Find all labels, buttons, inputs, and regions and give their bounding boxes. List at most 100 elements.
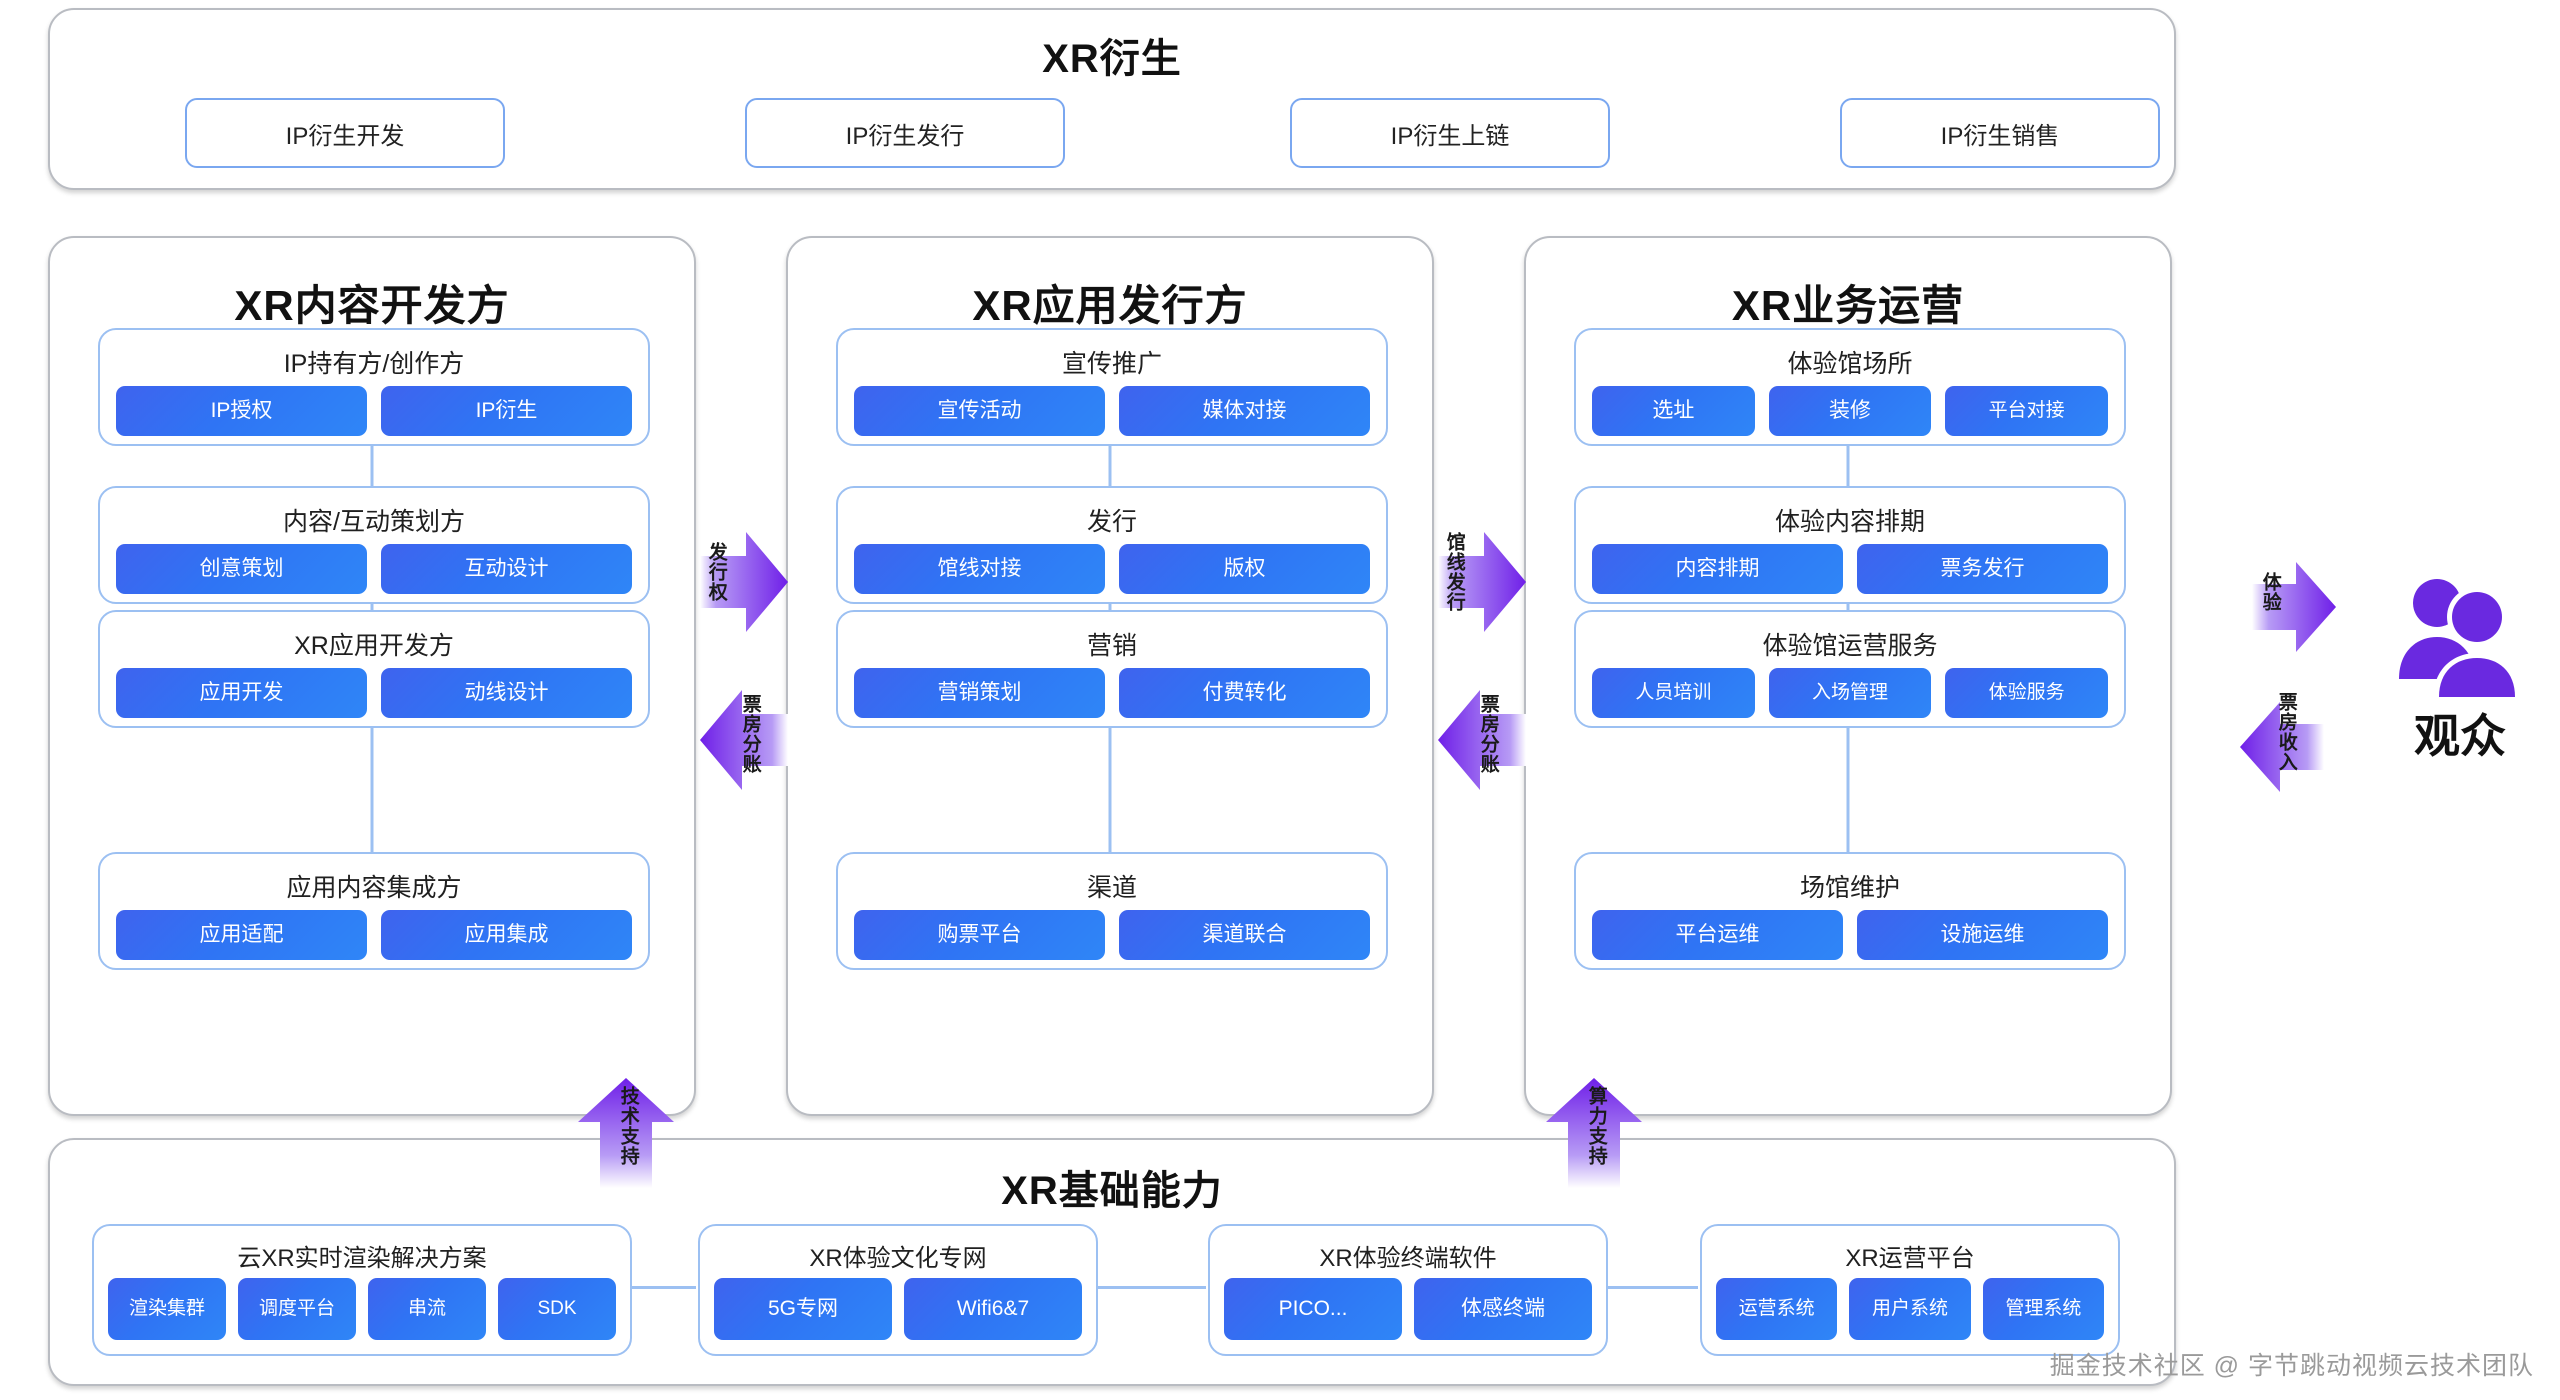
chip-wifi67[interactable]: Wifi6&7 bbox=[904, 1278, 1082, 1340]
panel-title-xr-content-developer: XR内容开发方 bbox=[234, 282, 510, 329]
chip-row-distribution: 馆线对接 版权 bbox=[854, 544, 1370, 594]
group-distribution: 发行 馆线对接 版权 bbox=[836, 486, 1388, 604]
chip-sdk[interactable]: SDK bbox=[498, 1278, 616, 1340]
chip-row-promotion: 宣传活动 媒体对接 bbox=[854, 386, 1370, 436]
derivative-chip-row: IP衍生开发 IP衍生发行 IP衍生上链 IP衍生销售 bbox=[140, 98, 2160, 168]
chip-site-selection[interactable]: 选址 bbox=[1592, 386, 1755, 436]
arrow-left-icon bbox=[1438, 690, 1526, 790]
group-title-content-planner: 内容/互动策划方 bbox=[283, 508, 465, 536]
chip-facility-ops[interactable]: 设施运维 bbox=[1857, 910, 2108, 960]
arrow-venue-right: 馆线发行 bbox=[1438, 528, 1526, 636]
chip-streaming[interactable]: 串流 bbox=[368, 1278, 486, 1340]
chip-row-channel: 购票平台 渠道联合 bbox=[854, 910, 1370, 960]
group-content-planner: 内容/互动策划方 创意策划 互动设计 bbox=[98, 486, 650, 604]
group-venue-location: 体验馆场所 选址 装修 平台对接 bbox=[1574, 328, 2126, 446]
arrow-label-publish-right: 发行权 bbox=[705, 542, 727, 602]
derivative-chip-2[interactable]: IP衍生上链 bbox=[1290, 98, 1610, 168]
chip-staff-training[interactable]: 人员培训 bbox=[1592, 668, 1755, 718]
connector-c0-3 bbox=[370, 692, 374, 852]
panel-xr-derivative: XR衍生 IP衍生开发 IP衍生发行 IP衍生上链 IP衍生销售 bbox=[48, 8, 2176, 190]
chip-app-adaptation[interactable]: 应用适配 bbox=[116, 910, 367, 960]
chip-motion-terminal[interactable]: 体感终端 bbox=[1414, 1278, 1592, 1340]
derivative-chip-3[interactable]: IP衍生销售 bbox=[1840, 98, 2160, 168]
arrow-publish-right: 发行权 bbox=[700, 528, 788, 636]
chip-interaction-design[interactable]: 互动设计 bbox=[381, 544, 632, 594]
chip-media-liaison[interactable]: 媒体对接 bbox=[1119, 386, 1370, 436]
group-title-app-content-integrator: 应用内容集成方 bbox=[286, 874, 462, 902]
arrow-label-venue-right: 馆线发行 bbox=[1443, 532, 1465, 612]
group-xr-app-developer: XR应用开发方 应用开发 动线设计 bbox=[98, 610, 650, 728]
group-xr-terminal-software: XR体验终端软件 PICO... 体感终端 bbox=[1208, 1224, 1608, 1356]
panel-xr-foundation: XR基础能力 云XR实时渲染解决方案 渲染集群 调度平台 串流 SDK XR体验… bbox=[48, 1138, 2176, 1386]
connector-c1-1 bbox=[1108, 446, 1112, 486]
chip-creative-planning[interactable]: 创意策划 bbox=[116, 544, 367, 594]
group-ip-holder: IP持有方/创作方 IP授权 IP衍生 bbox=[98, 328, 650, 446]
connector-c2-3 bbox=[1846, 692, 1850, 852]
chip-row-cloud-xr-render: 渲染集群 调度平台 串流 SDK bbox=[108, 1278, 616, 1340]
derivative-chip-1[interactable]: IP衍生发行 bbox=[745, 98, 1065, 168]
chip-entry-management[interactable]: 入场管理 bbox=[1768, 668, 1932, 718]
chip-decoration[interactable]: 装修 bbox=[1768, 386, 1932, 436]
chip-channel-alliance[interactable]: 渠道联合 bbox=[1119, 910, 1370, 960]
chip-ip-derivative[interactable]: IP衍生 bbox=[381, 386, 632, 436]
chip-row-marketing: 营销策划 付费转化 bbox=[854, 668, 1370, 718]
chip-marketing-planning[interactable]: 营销策划 bbox=[854, 668, 1105, 718]
audience-people-icon bbox=[2385, 575, 2535, 700]
chip-ticket-issuance[interactable]: 票务发行 bbox=[1857, 544, 2108, 594]
chip-row-xr-terminal-software: PICO... 体感终端 bbox=[1224, 1278, 1592, 1340]
group-content-schedule: 体验内容排期 内容排期 票务发行 bbox=[1574, 486, 2126, 604]
connector-f1-f2 bbox=[1096, 1286, 1206, 1289]
chip-platform-ops[interactable]: 平台运维 bbox=[1592, 910, 1843, 960]
chip-content-scheduling[interactable]: 内容排期 bbox=[1592, 544, 1843, 594]
connector-c0-1 bbox=[370, 446, 374, 486]
group-venue-operation-service: 体验馆运营服务 人员培训 入场管理 体验服务 bbox=[1574, 610, 2126, 728]
chip-route-design[interactable]: 动线设计 bbox=[381, 668, 632, 718]
chip-promo-campaign[interactable]: 宣传活动 bbox=[854, 386, 1105, 436]
derivative-chip-0[interactable]: IP衍生开发 bbox=[185, 98, 505, 168]
group-title-distribution: 发行 bbox=[1086, 508, 1137, 536]
chip-row-app-content-integrator: 应用适配 应用集成 bbox=[116, 910, 632, 960]
connector-f0-f1 bbox=[630, 1286, 696, 1289]
group-xr-network: XR体验文化专网 5G专网 Wifi6&7 bbox=[698, 1224, 1098, 1356]
chip-app-integration[interactable]: 应用集成 bbox=[381, 910, 632, 960]
group-marketing: 营销 营销策划 付费转化 bbox=[836, 610, 1388, 728]
chip-row-xr-app-developer: 应用开发 动线设计 bbox=[116, 668, 632, 718]
arrow-label-tech-support-up: 技术支持 bbox=[617, 1086, 639, 1166]
chip-paid-conversion[interactable]: 付费转化 bbox=[1119, 668, 1370, 718]
group-title-content-schedule: 体验内容排期 bbox=[1774, 508, 1925, 536]
arrow-right-icon bbox=[1438, 532, 1526, 632]
chip-ip-authorization[interactable]: IP授权 bbox=[116, 386, 367, 436]
chip-experience-service[interactable]: 体验服务 bbox=[1945, 668, 2109, 718]
chip-app-development[interactable]: 应用开发 bbox=[116, 668, 367, 718]
chip-copyright[interactable]: 版权 bbox=[1119, 544, 1370, 594]
connector-f2-f3 bbox=[1606, 1286, 1698, 1289]
group-title-venue-maintenance: 场馆维护 bbox=[1799, 874, 1900, 902]
group-title-xr-network: XR体验文化专网 bbox=[809, 1245, 987, 1272]
group-title-xr-operation-platform: XR运营平台 bbox=[1845, 1245, 1975, 1272]
arrow-up-icon bbox=[1546, 1078, 1642, 1188]
arrow-label-compute-support-up: 算力支持 bbox=[1585, 1086, 1607, 1166]
chip-ticketing-platform[interactable]: 购票平台 bbox=[854, 910, 1105, 960]
arrow-right-icon bbox=[2252, 562, 2336, 652]
group-title-channel: 渠道 bbox=[1086, 874, 1137, 902]
group-title-ip-holder: IP持有方/创作方 bbox=[283, 350, 465, 378]
chip-management-system[interactable]: 管理系统 bbox=[1982, 1278, 2104, 1340]
chip-platform-integration[interactable]: 平台对接 bbox=[1945, 386, 2109, 436]
chip-pico[interactable]: PICO... bbox=[1224, 1278, 1402, 1340]
panel-xr-content-developer: XR内容开发方 IP持有方/创作方 IP授权 IP衍生 内容/互动策划方 创意策… bbox=[48, 236, 696, 1116]
chip-user-system[interactable]: 用户系统 bbox=[1849, 1278, 1971, 1340]
group-venue-maintenance: 场馆维护 平台运维 设施运维 bbox=[1574, 852, 2126, 970]
chip-scheduling-platform[interactable]: 调度平台 bbox=[238, 1278, 356, 1340]
arrow-experience-right: 体验 bbox=[2252, 560, 2336, 654]
chip-render-cluster[interactable]: 渲染集群 bbox=[108, 1278, 226, 1340]
chip-row-ip-holder: IP授权 IP衍生 bbox=[116, 386, 632, 436]
arrow-compute-support-up: 算力支持 bbox=[1544, 1078, 1644, 1188]
chip-row-venue-maintenance: 平台运维 设施运维 bbox=[1592, 910, 2108, 960]
chip-row-content-planner: 创意策划 互动设计 bbox=[116, 544, 632, 594]
chip-operation-system[interactable]: 运营系统 bbox=[1716, 1278, 1838, 1340]
group-channel: 渠道 购票平台 渠道联合 bbox=[836, 852, 1388, 970]
chip-5g-private-network[interactable]: 5G专网 bbox=[714, 1278, 892, 1340]
arrow-right-icon bbox=[700, 532, 788, 632]
chip-venue-liaison[interactable]: 馆线对接 bbox=[854, 544, 1105, 594]
